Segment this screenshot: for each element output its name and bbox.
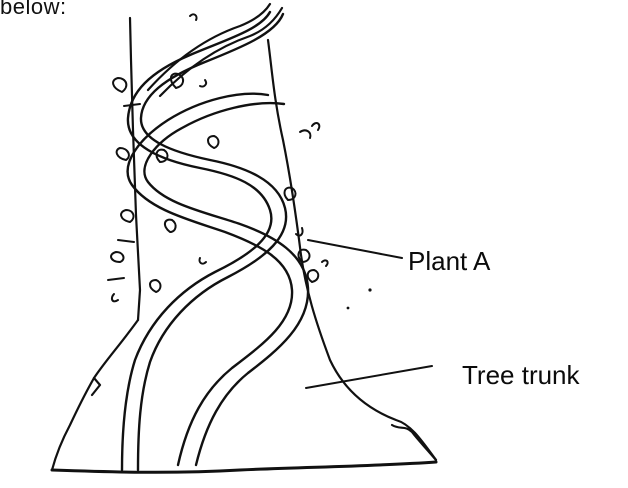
- tree-trunk-outline: [52, 18, 436, 472]
- vine-strand-top: [148, 4, 282, 96]
- label-plant-a: Plant A: [408, 246, 490, 277]
- label-tree-trunk: Tree trunk: [462, 360, 580, 391]
- vine-strand-front: [122, 12, 286, 470]
- leader-line-tree-trunk: [306, 366, 432, 388]
- leader-line-plant-a: [308, 240, 402, 258]
